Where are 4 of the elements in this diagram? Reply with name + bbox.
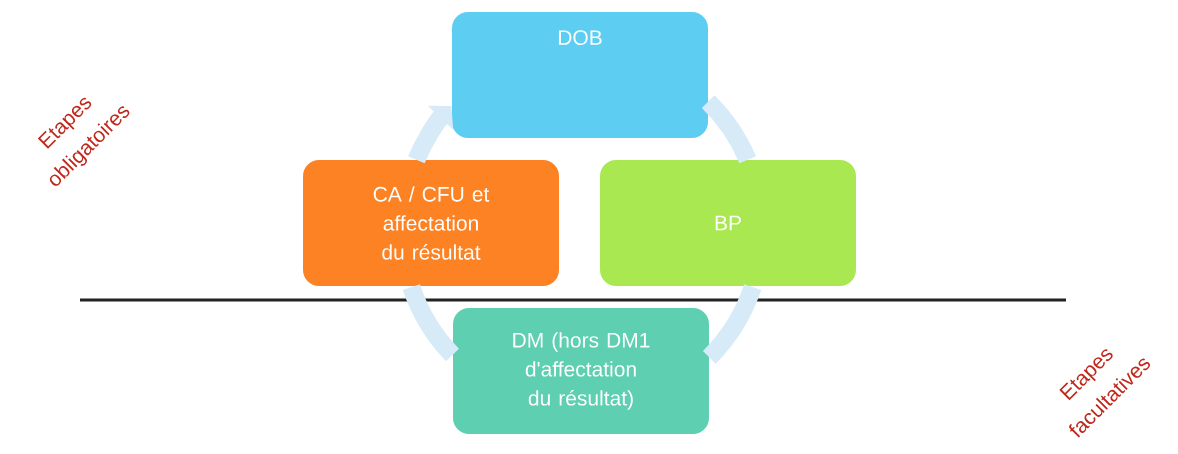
process-box: DM (hors DM1 d'affectation du résultat) [453, 308, 709, 434]
process-box: BP [600, 160, 856, 286]
process-box: DOB [452, 12, 708, 138]
process-box: CA / CFU et affectation du résultat [303, 160, 559, 286]
